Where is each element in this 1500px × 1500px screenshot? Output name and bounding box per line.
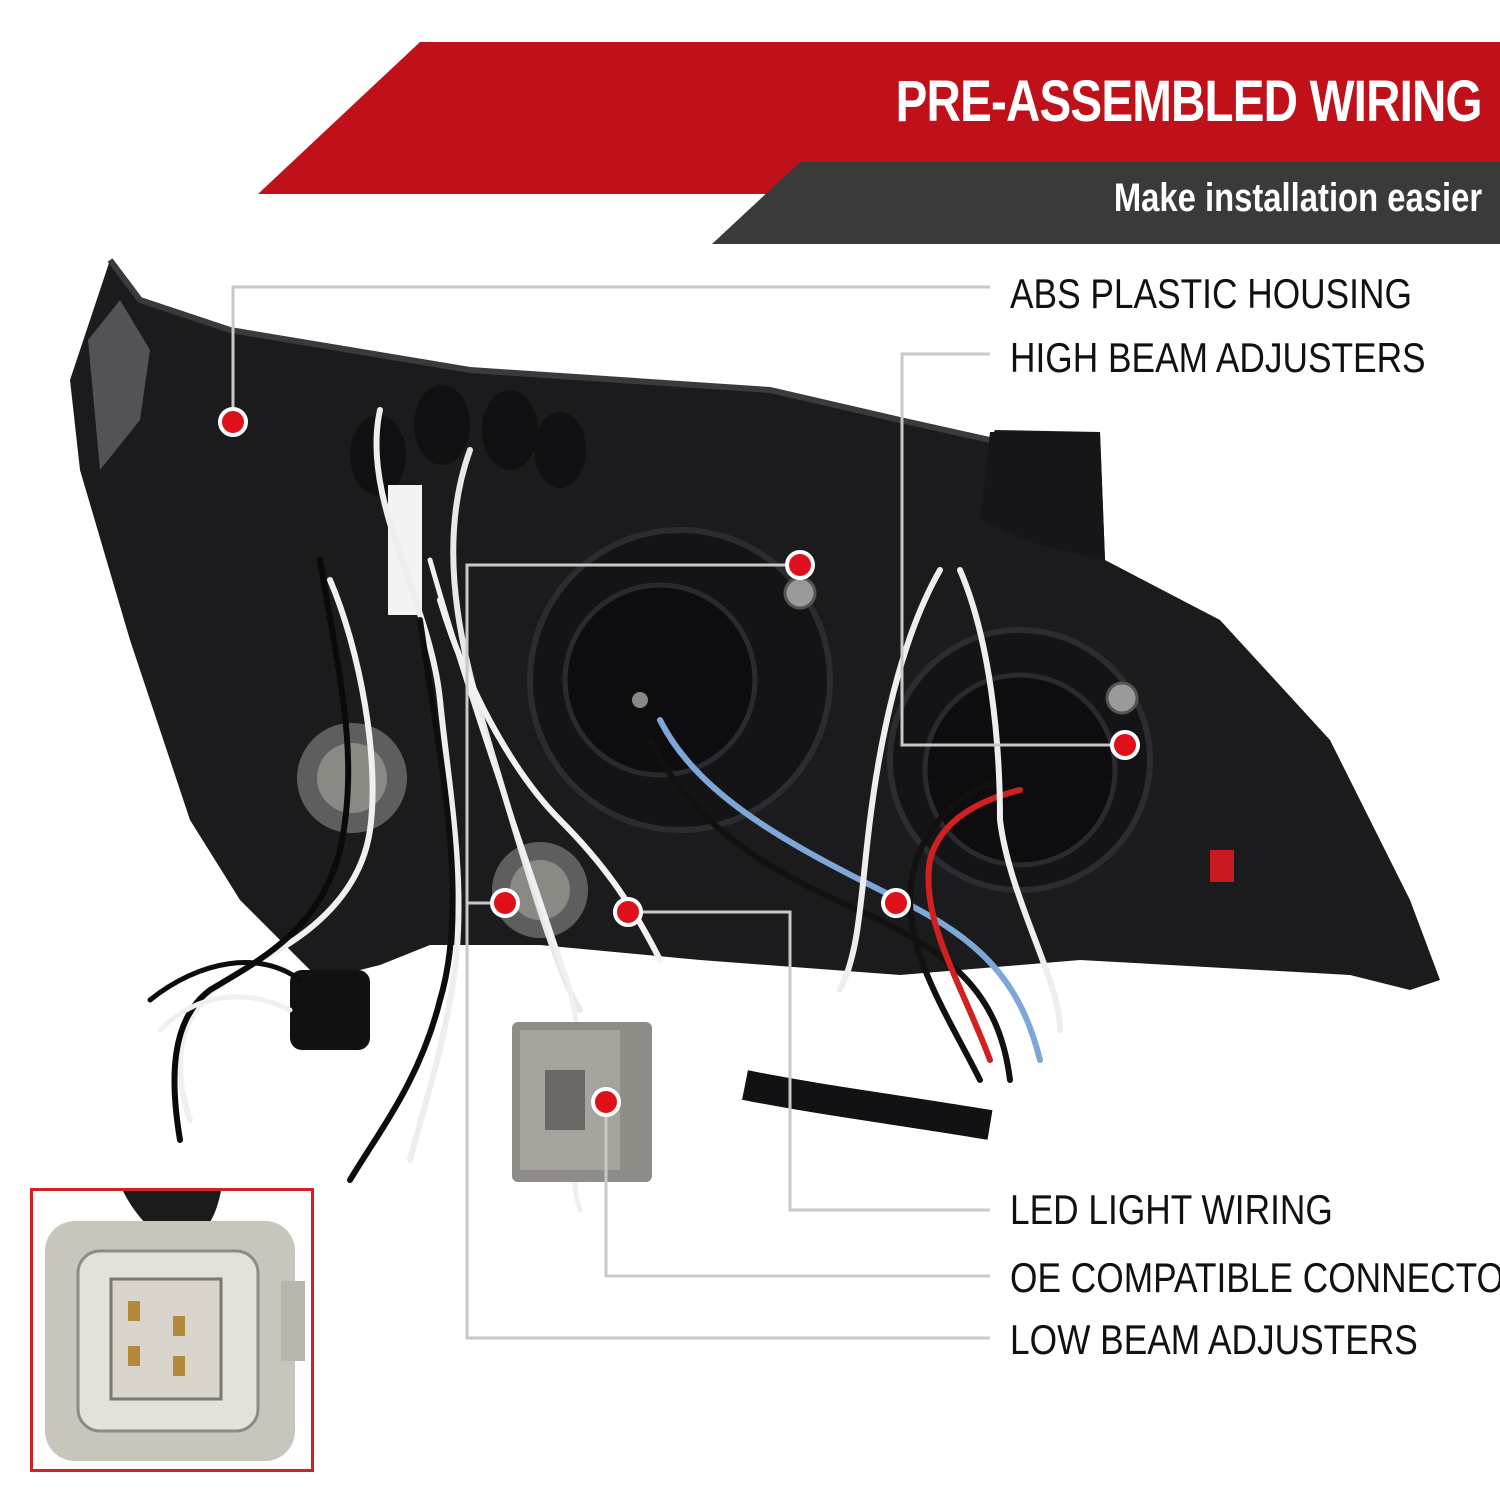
connector-closeup-inset — [30, 1188, 314, 1472]
low-beam-cap-center — [632, 692, 648, 708]
page-subtitle: Make installation easier — [1113, 176, 1482, 220]
connector-pin-block — [109, 1277, 223, 1401]
connector-pin — [173, 1316, 185, 1336]
housing-rim — [107, 258, 991, 443]
connector-closeup — [33, 1191, 311, 1469]
callout-high-beam-adjusters: HIGH BEAM ADJUSTERS — [1010, 334, 1426, 381]
callout-markers — [218, 407, 1140, 1117]
part-sticker — [388, 485, 422, 615]
side-bracket — [980, 432, 1105, 560]
connector-pin — [128, 1346, 140, 1366]
wire-loom — [742, 1070, 993, 1140]
low-beam-cap — [562, 582, 758, 778]
high-beam-cap — [922, 672, 1118, 868]
warning-sticker — [1210, 850, 1234, 882]
connector-latch — [545, 1070, 585, 1130]
marker-dot — [1110, 730, 1140, 760]
callout-led-light-wiring: LED LIGHT WIRING — [1010, 1186, 1333, 1233]
marker-dot — [785, 550, 815, 580]
marker-dot — [218, 407, 248, 437]
marker-dot — [591, 1087, 621, 1117]
bulb-socket-inner — [317, 743, 387, 813]
connector-pin — [128, 1301, 140, 1321]
marker-dot — [881, 888, 911, 918]
connector-pin — [173, 1356, 185, 1376]
page-title: PRE-ASSEMBLED WIRING — [895, 69, 1483, 134]
housing-clear-edge — [88, 300, 150, 470]
red-banner-stripe — [258, 42, 1500, 194]
housing-boss — [534, 412, 586, 488]
connector-notch — [281, 1281, 305, 1361]
marker-dot — [613, 897, 643, 927]
callout-low-beam-adjusters: LOW BEAM ADJUSTERS — [1010, 1316, 1418, 1363]
housing-clip — [290, 970, 370, 1050]
marker-dot — [490, 888, 520, 918]
callout-abs-plastic-housing: ABS PLASTIC HOUSING — [1010, 270, 1412, 317]
bulb-socket-inner — [510, 860, 570, 920]
adjuster-screw — [1105, 681, 1139, 715]
callout-oe-compatible-connector: OE COMPATIBLE CONNECTOR — [1010, 1254, 1500, 1301]
housing-boss — [482, 390, 538, 470]
housing-boss — [414, 385, 470, 465]
adjuster-screw — [783, 576, 817, 610]
dark-banner-stripe — [712, 162, 1500, 244]
